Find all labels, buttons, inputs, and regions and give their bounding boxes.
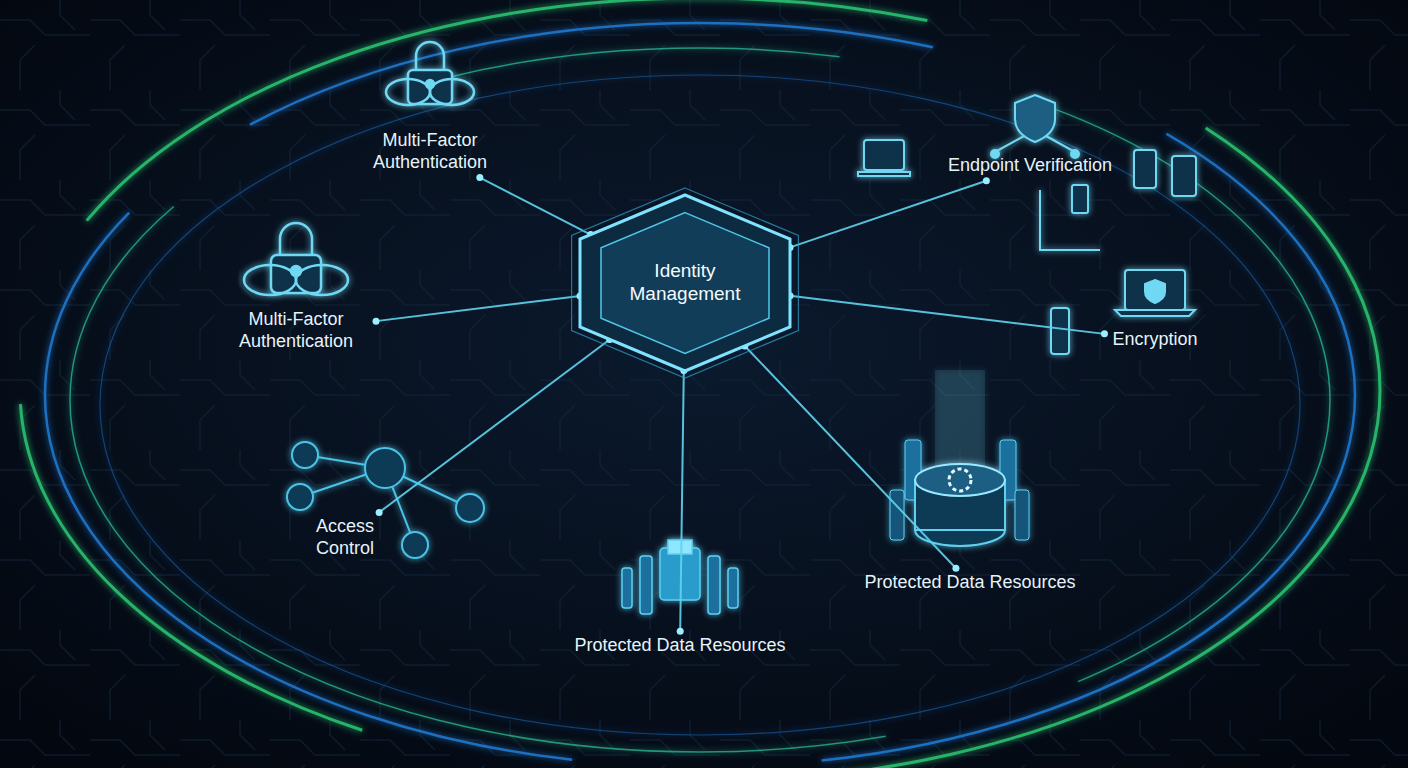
component-label: Access Control xyxy=(303,516,387,559)
connector-dot xyxy=(373,318,380,325)
connector-dot xyxy=(476,174,483,181)
connector-group xyxy=(741,342,959,571)
hub-hexagon: Identity Management xyxy=(580,195,790,371)
connector-group xyxy=(373,292,584,324)
security-component: Encryption xyxy=(1104,325,1205,355)
orbit-rings xyxy=(20,0,1380,768)
lock-icon xyxy=(244,223,348,295)
connector-line xyxy=(790,296,1104,334)
connector-group xyxy=(787,292,1108,337)
connector-dot xyxy=(1101,330,1108,337)
connector-line xyxy=(745,346,956,568)
security-component: Multi-Factor Authentication xyxy=(216,305,376,356)
connector-dot xyxy=(952,565,959,572)
component-label: Multi-Factor Authentication xyxy=(224,309,368,352)
lock-icon xyxy=(386,42,474,105)
connector-group xyxy=(376,336,614,516)
component-label: Protected Data Resources xyxy=(864,572,1075,594)
connector-line xyxy=(376,296,580,321)
connector-dot xyxy=(376,509,383,516)
security-component: Protected Data Resources xyxy=(856,568,1083,598)
connector-line xyxy=(790,181,986,248)
connector-group xyxy=(677,367,688,635)
connector-group xyxy=(787,177,990,251)
connector-dot xyxy=(983,177,990,184)
connector-line xyxy=(480,178,591,235)
component-label: Protected Data Resources xyxy=(574,635,785,657)
security-component: Protected Data Resources xyxy=(566,631,793,661)
component-label: Encryption xyxy=(1112,329,1197,351)
endpoint-devices-icon xyxy=(858,95,1196,250)
component-label: Endpoint Verification xyxy=(948,155,1112,177)
component-label: Multi-Factor Authentication xyxy=(363,130,497,173)
hub-label: Identity Management xyxy=(614,260,756,306)
connector-line xyxy=(379,339,610,512)
connector-group xyxy=(476,174,594,238)
security-component: Access Control xyxy=(295,512,395,563)
connector-dot xyxy=(677,628,684,635)
security-component: Multi-Factor Authentication xyxy=(355,126,505,177)
connector-line xyxy=(680,370,684,631)
security-component: Endpoint Verification xyxy=(940,151,1120,181)
